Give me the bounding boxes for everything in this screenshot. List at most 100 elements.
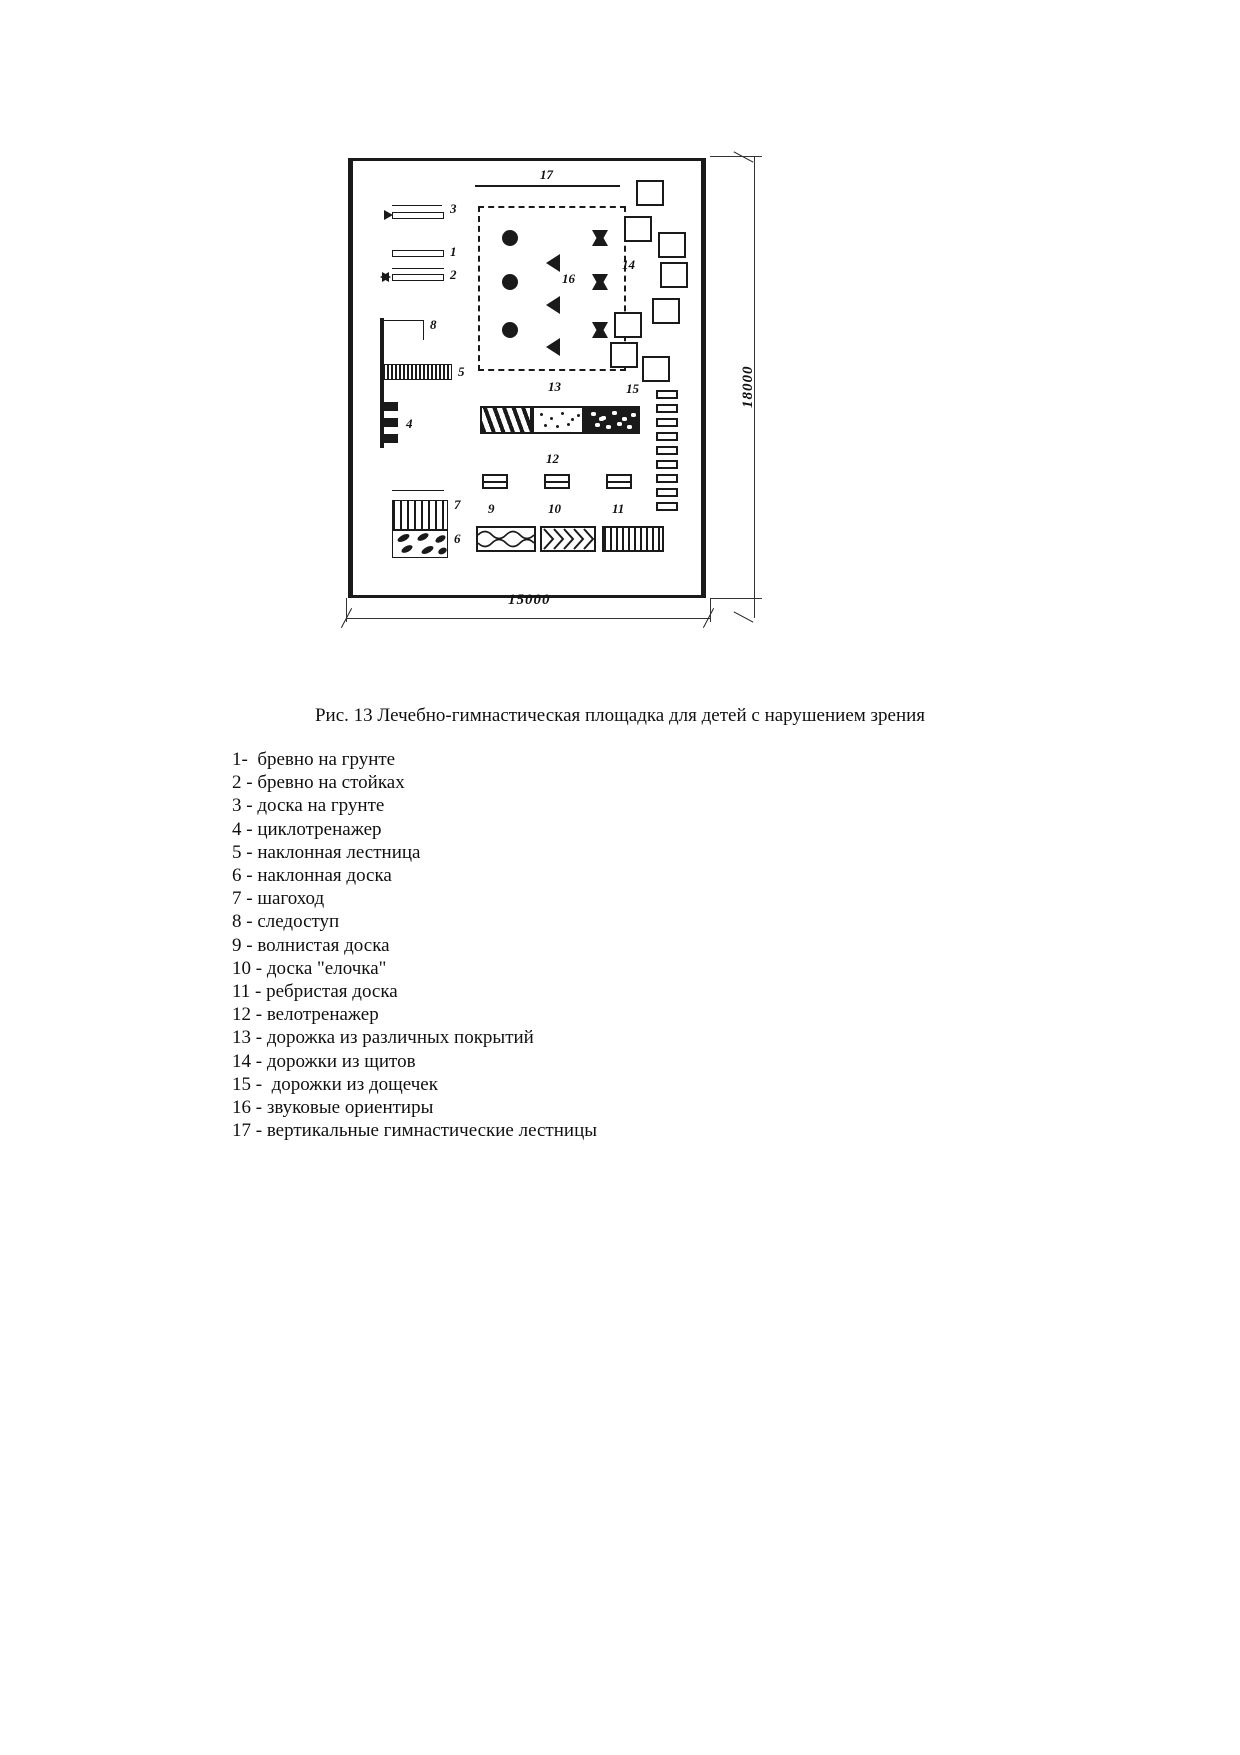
- sound-marker-triangle: [546, 296, 560, 314]
- callout-6: 6: [454, 531, 461, 546]
- callout-1: 1: [450, 244, 457, 259]
- callout-14: 14: [622, 257, 635, 272]
- dimension-width-label: 15000: [508, 592, 551, 608]
- sound-marker-circle: [502, 230, 518, 246]
- callout-11: 11: [612, 501, 625, 516]
- shagohod-7: [392, 500, 448, 530]
- log-2-end-cap-left: [380, 272, 389, 282]
- sound-marker-bowtie: [592, 322, 608, 338]
- list-item: 8 - следоступ: [232, 911, 340, 933]
- dimension-tick-bottom: [733, 611, 754, 623]
- cyclotrainer-block: [382, 402, 398, 411]
- shagohod-7-top-line: [392, 490, 444, 491]
- log-1-body: [392, 250, 444, 257]
- sound-marker-triangle: [546, 254, 560, 272]
- callout-8: 8: [430, 317, 437, 332]
- list-item: 9 - волнистая доска: [232, 934, 390, 956]
- list-item: 7 - шагоход: [232, 888, 325, 910]
- legend-list: 1- бревно на грунте 2 - бревно на стойка…: [232, 748, 597, 1142]
- wave-path-icon: [477, 530, 535, 548]
- list-item: 5 - наклонная лестница: [232, 841, 421, 863]
- sound-marker-circle: [502, 322, 518, 338]
- figure-caption: Рис. 13 Лечебно-гимнастическая площадка …: [314, 705, 926, 726]
- callout-12: 12: [546, 451, 559, 466]
- dimension-line-right: [754, 156, 755, 618]
- list-item: 16 - звуковые ориентиры: [232, 1097, 434, 1119]
- plank-path-15: [656, 488, 678, 497]
- site-wall-right: [701, 158, 706, 598]
- sound-marker-circle: [502, 274, 518, 290]
- velotrainer-12: [482, 474, 508, 489]
- sound-marker-bowtie: [592, 230, 608, 246]
- ribbed-board-11: [602, 526, 664, 552]
- dimension-tick-top: [733, 151, 754, 163]
- dimension-leader-top: [710, 156, 762, 157]
- plank-path-15: [656, 404, 678, 413]
- sound-marker-triangle: [546, 338, 560, 356]
- list-item: 2 - бревно на стойках: [232, 772, 405, 794]
- velotrainer-12: [606, 474, 632, 489]
- callout-16: 16: [562, 271, 575, 286]
- list-item: 3 - доска на грунте: [232, 795, 385, 817]
- dimension-leader-right: [710, 598, 711, 622]
- inclined-ladder-5: [382, 364, 452, 380]
- sound-marker-bowtie: [592, 274, 608, 290]
- cyclotrainer-block: [382, 434, 398, 443]
- list-item: 4 - циклотренажер: [232, 818, 382, 840]
- list-item: 10 - доска "елочка": [232, 957, 387, 979]
- shield-panel-14: [624, 216, 652, 242]
- sound-orientation-zone-16: [478, 206, 626, 371]
- wavy-board-9: [476, 526, 536, 552]
- list-item: 14 - дорожки из щитов: [232, 1050, 416, 1072]
- dimension-height-label: 18000: [740, 365, 756, 409]
- covering-segment-hatched: [480, 406, 532, 434]
- callout-5: 5: [458, 364, 465, 379]
- callout-4: 4: [406, 416, 413, 431]
- sledostup-8: [380, 320, 424, 340]
- plank-path-15: [656, 460, 678, 469]
- log-2-body: [392, 274, 444, 281]
- list-item: 11 - ребристая доска: [232, 981, 398, 1003]
- plank-path-15: [656, 418, 678, 427]
- plank-path-15: [656, 390, 678, 399]
- velotrainer-12: [544, 474, 570, 489]
- shield-panel-14: [614, 312, 642, 338]
- callout-17: 17: [540, 167, 553, 182]
- callout-7: 7: [454, 497, 461, 512]
- shield-panel-14: [642, 356, 670, 382]
- list-item: 12 - велотренажер: [232, 1004, 379, 1026]
- plank-path-15: [656, 446, 678, 455]
- callout-13: 13: [548, 379, 561, 394]
- support-spine: [380, 318, 384, 448]
- shield-panel-14: [610, 342, 638, 368]
- log-2-top-line: [392, 268, 444, 269]
- dimension-leader-bottom: [710, 598, 762, 599]
- callout-2: 2: [450, 267, 457, 282]
- site-plan-figure: 17 16 3 1 2 8 5 4 7: [330, 140, 800, 650]
- plank-path-15: [656, 474, 678, 483]
- cyclotrainer-block: [382, 418, 398, 427]
- list-item: 13 - дорожка из различных покрытий: [232, 1027, 534, 1049]
- shield-panel-14: [636, 180, 664, 206]
- shield-panel-14: [652, 298, 680, 324]
- callout-3: 3: [450, 201, 457, 216]
- herringbone-path-icon: [543, 528, 594, 550]
- ladder-line-17: [475, 185, 620, 187]
- plank-path-15: [656, 432, 678, 441]
- herringbone-board-10: [540, 526, 596, 552]
- plank-path-15: [656, 502, 678, 511]
- inclined-board-6: [392, 530, 448, 558]
- covering-segment-gravel: [584, 406, 640, 434]
- board-3-end-cap: [384, 210, 393, 220]
- dimension-leader-left: [346, 598, 347, 622]
- callout-15: 15: [626, 381, 639, 396]
- list-item: 6 - наклонная доска: [232, 865, 392, 887]
- board-3-body: [392, 212, 444, 219]
- list-item: 15 - дорожки из дощечек: [232, 1073, 438, 1095]
- list-item: 17 - вертикальные гимнастические лестниц…: [232, 1120, 598, 1142]
- list-item: 1- бревно на грунте: [232, 749, 396, 770]
- dimension-line-bottom: [346, 618, 710, 619]
- shield-panel-14: [660, 262, 688, 288]
- callout-9: 9: [488, 501, 495, 516]
- callout-10: 10: [548, 501, 561, 516]
